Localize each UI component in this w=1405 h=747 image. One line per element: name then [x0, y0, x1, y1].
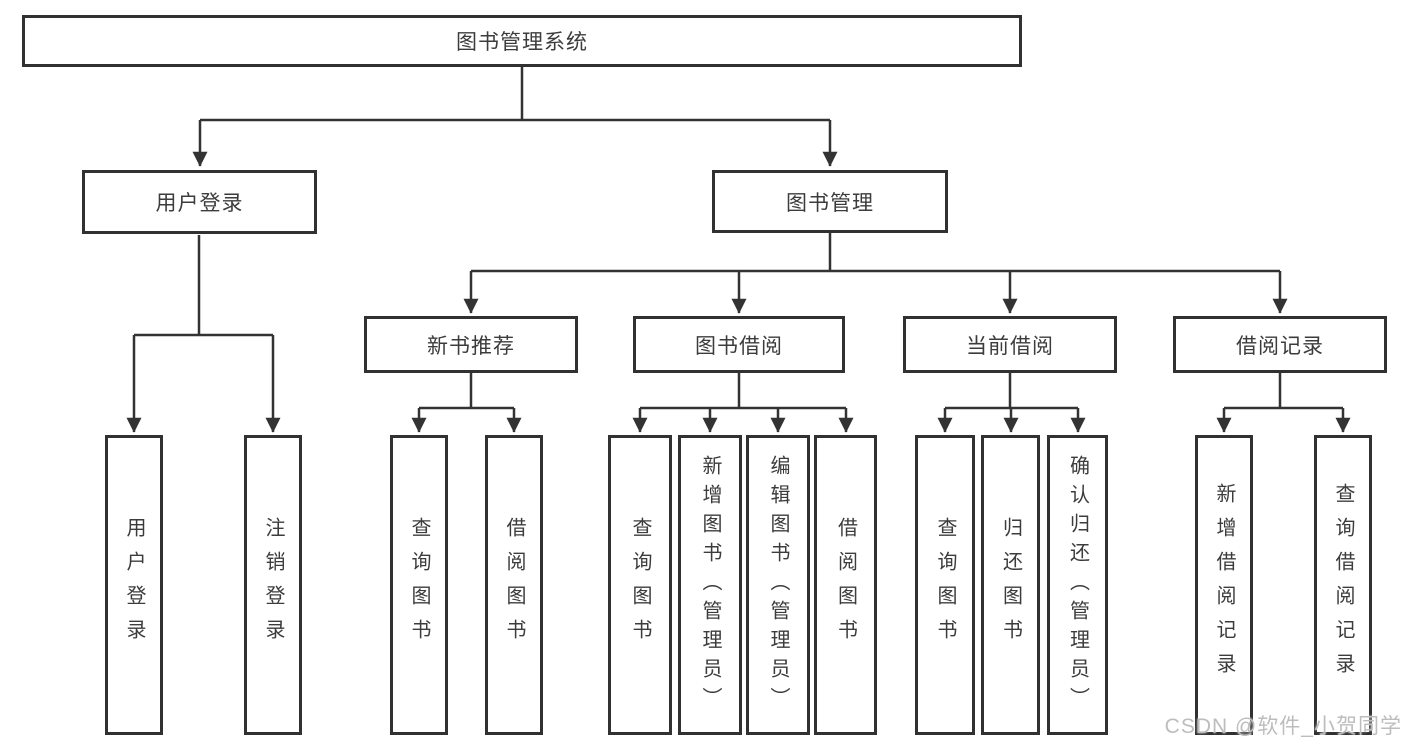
- node-borrow-record-label: 借阅记录: [1236, 334, 1324, 358]
- leaf-logout-label: 注销登录: [262, 517, 284, 653]
- leaf-borrow-add-books-admin-label: 新增图书（管理员）: [699, 454, 721, 716]
- leaf-logout: 注销登录: [244, 435, 302, 735]
- leaf-record-add-borrow-record: 新增借阅记录: [1195, 435, 1253, 735]
- leaf-current-confirm-return-admin-label: 确认归还（管理员）: [1066, 454, 1089, 716]
- leaf-borrow-edit-books-admin-label: 编辑图书（管理员）: [767, 454, 789, 716]
- node-current-borrow-label: 当前借阅: [966, 334, 1054, 358]
- node-current-borrow: 当前借阅: [903, 316, 1117, 373]
- leaf-current-confirm-return-admin: 确认归还（管理员）: [1047, 435, 1108, 735]
- leaf-recommend-query-books-label: 查询图书: [408, 517, 430, 653]
- leaf-recommend-query-books: 查询图书: [390, 435, 448, 735]
- node-root-label: 图书管理系统: [456, 31, 588, 54]
- leaf-record-query-borrow-record-label: 查询借阅记录: [1332, 483, 1354, 687]
- leaf-current-return-books: 归还图书: [981, 435, 1040, 735]
- leaf-current-query-books-label: 查询图书: [934, 517, 956, 653]
- leaf-borrow-edit-books-admin: 编辑图书（管理员）: [746, 435, 810, 735]
- leaf-record-query-borrow-record: 查询借阅记录: [1314, 435, 1372, 735]
- node-book-borrow-label: 图书借阅: [695, 334, 783, 358]
- leaf-borrow-borrow-books-label: 借阅图书: [834, 517, 857, 653]
- leaf-borrow-borrow-books: 借阅图书: [814, 435, 877, 735]
- leaf-borrow-add-books-admin: 新增图书（管理员）: [678, 435, 742, 735]
- node-user-login: 用户登录: [82, 170, 317, 234]
- node-new-book-recommend-label: 新书推荐: [427, 334, 515, 358]
- node-borrow-record: 借阅记录: [1173, 316, 1387, 373]
- leaf-current-query-books: 查询图书: [915, 435, 975, 735]
- node-book-management: 图书管理: [712, 170, 948, 233]
- leaf-user-login: 用户登录: [105, 435, 163, 735]
- leaf-borrow-query-books: 查询图书: [608, 435, 672, 735]
- node-root: 图书管理系统: [22, 15, 1022, 67]
- node-new-book-recommend: 新书推荐: [364, 316, 578, 373]
- node-book-management-label: 图书管理: [786, 191, 874, 215]
- leaf-borrow-query-books-label: 查询图书: [629, 517, 651, 653]
- node-book-borrow: 图书借阅: [633, 316, 845, 373]
- leaf-recommend-borrow-books: 借阅图书: [485, 435, 543, 735]
- leaf-current-return-books-label: 归还图书: [999, 517, 1022, 653]
- leaf-record-add-borrow-record-label: 新增借阅记录: [1213, 483, 1235, 687]
- leaf-recommend-borrow-books-label: 借阅图书: [503, 517, 525, 653]
- leaf-user-login-label: 用户登录: [123, 517, 145, 653]
- node-user-login-label: 用户登录: [155, 192, 244, 215]
- csdn-watermark: CSDN @软件_小贺同学: [1164, 715, 1402, 738]
